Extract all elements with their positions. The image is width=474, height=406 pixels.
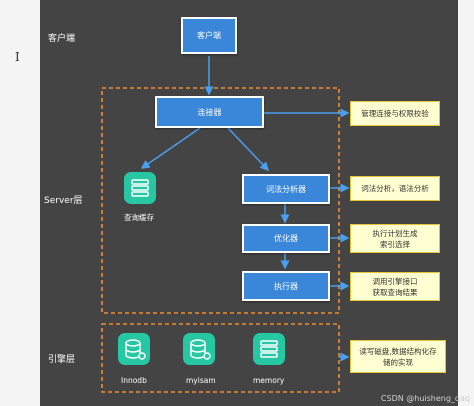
engine-note: 读写磁盘,数据结构化存 储的实现	[350, 340, 446, 373]
memory-label: memory	[253, 376, 285, 385]
query-cache-icon	[124, 172, 156, 204]
engine-note-line-2: 储的实现	[383, 357, 413, 367]
analyzer-note: 词法分析，语法分析	[350, 176, 440, 201]
engine-layer-label: 引擎层	[48, 355, 76, 365]
connector-note: 管理连接与权限校验	[350, 101, 440, 126]
executor-note-line-2: 获取查询结果	[372, 287, 418, 297]
connector-to-analyzer-arrow	[227, 127, 270, 172]
analyzer-note-line: 词法分析，语法分析	[361, 184, 429, 193]
watermark: CSDN @huisheng_qaq	[380, 394, 470, 403]
engine-note-line-1: 读写磁盘,数据结构化存	[359, 346, 437, 356]
connector-box: 连接器	[155, 96, 264, 128]
text-cursor-icon: I	[15, 50, 20, 64]
memory-stack-icon	[253, 333, 285, 365]
query-cache-label: 查询缓存	[124, 213, 154, 222]
client-box: 客户端	[181, 17, 237, 54]
executor-note-line-1: 调用引擎接口	[372, 276, 418, 286]
engine-layer-frame	[101, 323, 340, 393]
myisam-database-icon	[183, 333, 215, 365]
analyzer-box: 词法分析器	[242, 174, 330, 204]
innodb-database-icon	[118, 333, 150, 365]
optimizer-box: 优化器	[242, 224, 330, 253]
optimizer-note: 执行计划生成 索引选择	[350, 224, 440, 253]
optimizer-note-line-2: 索引选择	[380, 239, 410, 249]
executor-box: 执行器	[242, 271, 330, 301]
client-layer-label: 客户端	[48, 34, 76, 44]
connector-note-line: 管理连接与权限校验	[361, 109, 429, 118]
server-layer-label: Server层	[44, 196, 83, 206]
connector-to-cache-arrow	[140, 127, 201, 169]
myisam-label: myisam	[186, 376, 216, 385]
optimizer-note-line-1: 执行计划生成	[372, 228, 418, 238]
executor-note: 调用引擎接口 获取查询结果	[350, 272, 440, 301]
innodb-label: Innodb	[121, 376, 147, 385]
